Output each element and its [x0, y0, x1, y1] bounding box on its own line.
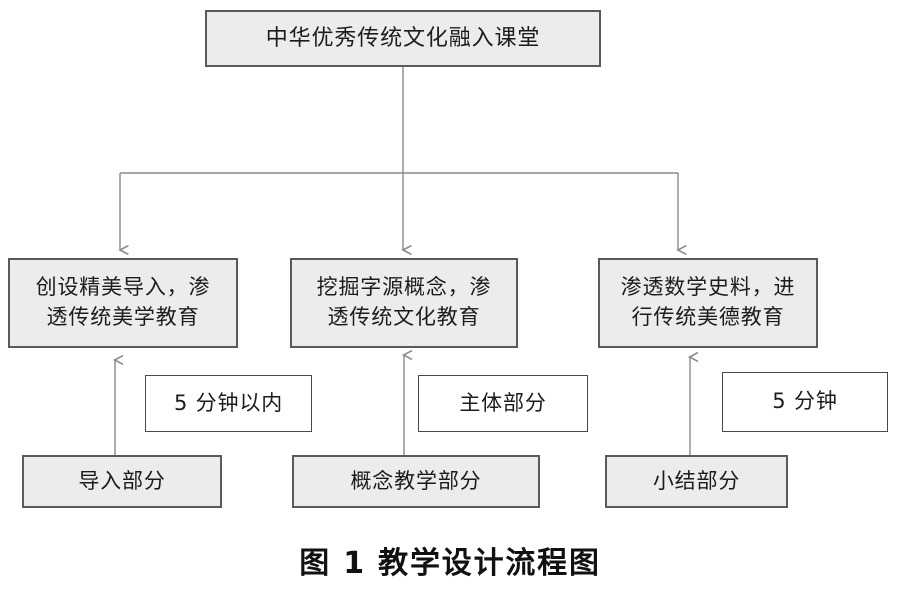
- node-bottom-left[interactable]: 导入部分: [22, 455, 222, 508]
- node-bottom-right-label: 小结部分: [652, 468, 741, 493]
- node-middle-right[interactable]: 渗透数学史料，进 行传统美德教育: [598, 258, 818, 348]
- figure-caption: 图 1 教学设计流程图: [299, 546, 601, 581]
- note-duration-center[interactable]: 主体部分: [418, 375, 588, 432]
- node-middle-center[interactable]: 挖掘字源概念，渗 透传统文化教育: [290, 258, 518, 348]
- node-middle-left-label: 创设精美导入，渗 透传统美学教育: [35, 275, 211, 329]
- note-duration-left[interactable]: 5 分钟以内: [145, 375, 312, 432]
- node-root-label: 中华优秀传统文化融入课堂: [265, 25, 541, 51]
- node-middle-center-label: 挖掘字源概念，渗 透传统文化教育: [316, 275, 492, 329]
- node-bottom-right[interactable]: 小结部分: [605, 455, 788, 508]
- node-bottom-left-label: 导入部分: [78, 468, 166, 493]
- node-middle-right-label: 渗透数学史料，进 行传统美德教育: [620, 275, 796, 329]
- note-duration-right-label: 5 分钟: [772, 389, 838, 414]
- note-duration-right[interactable]: 5 分钟: [722, 372, 888, 432]
- note-duration-center-label: 主体部分: [459, 390, 547, 415]
- node-root[interactable]: 中华优秀传统文化融入课堂: [205, 10, 601, 67]
- node-middle-left[interactable]: 创设精美导入，渗 透传统美学教育: [8, 258, 238, 348]
- note-duration-left-label: 5 分钟以内: [173, 390, 284, 415]
- node-bottom-center-label: 概念教学部分: [350, 468, 482, 493]
- node-bottom-center[interactable]: 概念教学部分: [292, 455, 540, 508]
